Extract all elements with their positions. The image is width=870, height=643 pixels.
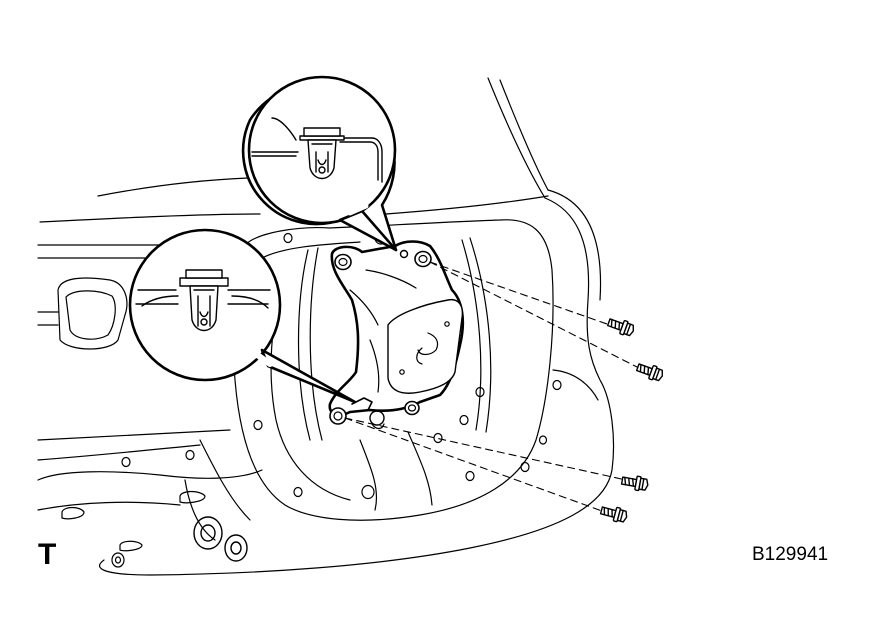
alignment-lines	[344, 261, 638, 512]
lower-clip-icon	[135, 269, 271, 332]
upper-clip-callout	[241, 75, 398, 252]
lower-clip-callout	[128, 228, 357, 404]
bolt-1	[606, 318, 634, 337]
bolt-2	[635, 363, 663, 382]
bolt-3	[620, 475, 649, 492]
corner-mark: T	[38, 538, 57, 571]
grommets	[193, 516, 248, 562]
upper-clip-icon	[251, 117, 383, 183]
figure-id: B129941	[752, 544, 829, 565]
bolts	[599, 318, 663, 523]
vehicle-body	[37, 77, 615, 576]
bracket-part	[328, 231, 465, 430]
bolt-4	[599, 506, 628, 523]
